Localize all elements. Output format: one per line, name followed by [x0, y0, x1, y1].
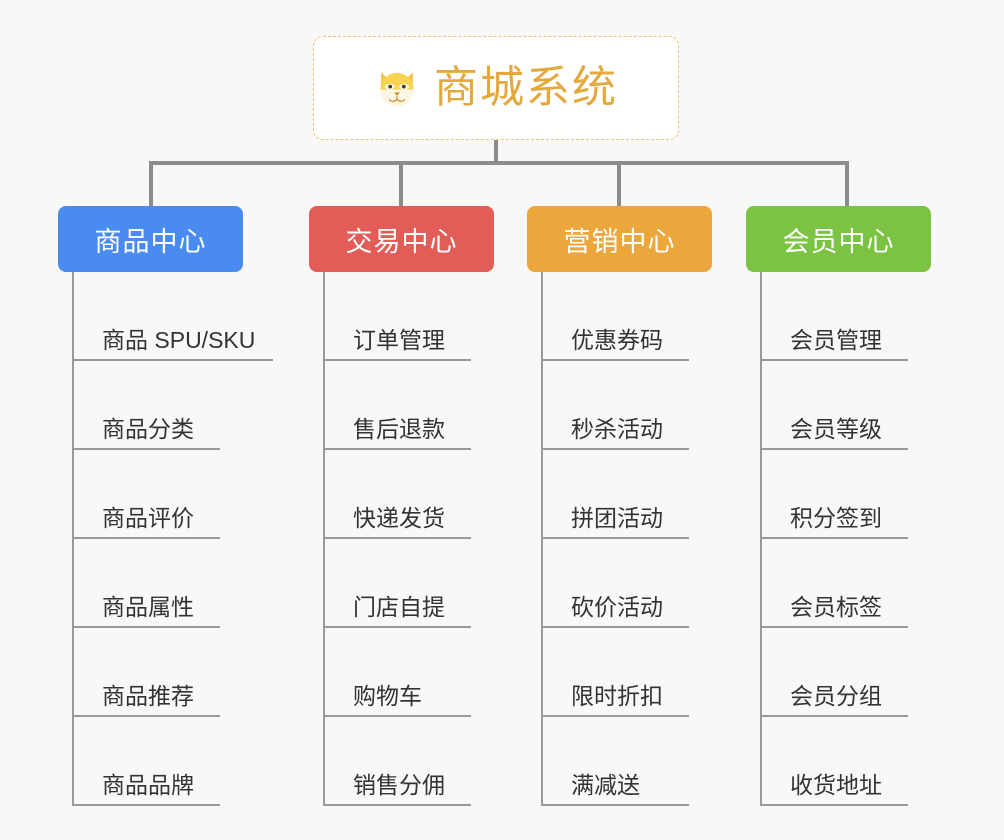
leaf-item[interactable]: 限时折扣: [541, 628, 689, 717]
connector-root-stem: [494, 140, 498, 164]
connector-drop-4: [845, 161, 849, 207]
leaf-label: 商品属性: [102, 593, 194, 620]
leaf-label: 收货地址: [790, 771, 882, 798]
leaf-label: 积分签到: [790, 504, 882, 531]
leaf-item[interactable]: 售后退款: [323, 361, 471, 450]
root-node[interactable]: 商城系统: [313, 36, 679, 140]
branch-leaf-list-3: 优惠券码 秒杀活动 拼团活动 砍价活动 限时折扣 满减送: [541, 272, 689, 806]
branch-header-2[interactable]: 交易中心: [309, 206, 494, 272]
shiba-dog-emoji-icon: [374, 65, 420, 111]
leaf-item[interactable]: 商品评价: [72, 450, 273, 539]
branch-header-3[interactable]: 营销中心: [527, 206, 712, 272]
leaf-label: 购物车: [353, 682, 422, 709]
branch-trunk-3: [541, 272, 543, 806]
leaf-item[interactable]: 会员分组: [760, 628, 908, 717]
connector-drop-2: [399, 161, 403, 207]
leaf-label: 快递发货: [353, 504, 445, 531]
leaf-item[interactable]: 会员标签: [760, 539, 908, 628]
leaf-label: 销售分佣: [353, 771, 445, 798]
leaf-item[interactable]: 商品分类: [72, 361, 273, 450]
leaf-label: 限时折扣: [571, 682, 663, 709]
leaf-label: 优惠券码: [571, 326, 663, 353]
leaf-item[interactable]: 拼团活动: [541, 450, 689, 539]
leaf-item[interactable]: 销售分佣: [323, 717, 471, 806]
branch-column-1: 商品中心 商品 SPU/SKU 商品分类 商品评价 商品属性 商品推荐 商品品牌: [58, 206, 274, 806]
leaf-label: 商品推荐: [102, 682, 194, 709]
leaf-label: 拼团活动: [571, 504, 663, 531]
leaf-item[interactable]: 优惠券码: [541, 272, 689, 361]
leaf-item[interactable]: 购物车: [323, 628, 471, 717]
branch-header-1[interactable]: 商品中心: [58, 206, 243, 272]
leaf-item[interactable]: 收货地址: [760, 717, 908, 806]
branch-leaf-list-1: 商品 SPU/SKU 商品分类 商品评价 商品属性 商品推荐 商品品牌: [72, 272, 274, 806]
leaf-item[interactable]: 商品属性: [72, 539, 273, 628]
connector-drop-3: [617, 161, 621, 207]
leaf-item[interactable]: 积分签到: [760, 450, 908, 539]
branch-column-4: 会员中心 会员管理 会员等级 积分签到 会员标签 会员分组 收货地址: [746, 206, 931, 806]
leaf-item[interactable]: 快递发货: [323, 450, 471, 539]
leaf-label: 商品品牌: [102, 771, 194, 798]
branch-leaf-list-4: 会员管理 会员等级 积分签到 会员标签 会员分组 收货地址: [760, 272, 908, 806]
leaf-item[interactable]: 商品品牌: [72, 717, 273, 806]
branch-trunk-1: [72, 272, 74, 806]
leaf-label: 满减送: [571, 771, 640, 798]
leaf-label: 秒杀活动: [571, 415, 663, 442]
leaf-label: 会员等级: [790, 415, 882, 442]
branch-header-4[interactable]: 会员中心: [746, 206, 931, 272]
leaf-label: 商品分类: [102, 415, 194, 442]
connector-horizontal-bus: [149, 161, 849, 165]
branch-column-3: 营销中心 优惠券码 秒杀活动 拼团活动 砍价活动 限时折扣 满减送: [527, 206, 712, 806]
leaf-item[interactable]: 满减送: [541, 717, 689, 806]
connector-drop-1: [149, 161, 153, 207]
leaf-item[interactable]: 会员等级: [760, 361, 908, 450]
leaf-item[interactable]: 门店自提: [323, 539, 471, 628]
branch-trunk-4: [760, 272, 762, 806]
leaf-label: 会员管理: [790, 326, 882, 353]
leaf-label: 砍价活动: [571, 593, 663, 620]
leaf-label: 会员标签: [790, 593, 882, 620]
leaf-label: 商品 SPU/SKU: [102, 326, 256, 353]
leaf-label: 订单管理: [353, 326, 445, 353]
leaf-item[interactable]: 会员管理: [760, 272, 908, 361]
branch-leaf-list-2: 订单管理 售后退款 快递发货 门店自提 购物车 销售分佣: [323, 272, 471, 806]
leaf-item[interactable]: 秒杀活动: [541, 361, 689, 450]
leaf-label: 会员分组: [790, 682, 882, 709]
branch-column-2: 交易中心 订单管理 售后退款 快递发货 门店自提 购物车 销售分佣: [309, 206, 494, 806]
leaf-item[interactable]: 订单管理: [323, 272, 471, 361]
branch-trunk-2: [323, 272, 325, 806]
leaf-item[interactable]: 砍价活动: [541, 539, 689, 628]
leaf-label: 商品评价: [102, 504, 194, 531]
root-title: 商城系统: [434, 63, 618, 112]
leaf-label: 售后退款: [353, 415, 445, 442]
leaf-label: 门店自提: [353, 593, 445, 620]
leaf-item[interactable]: 商品 SPU/SKU: [72, 272, 274, 361]
leaf-item[interactable]: 商品推荐: [72, 628, 273, 717]
